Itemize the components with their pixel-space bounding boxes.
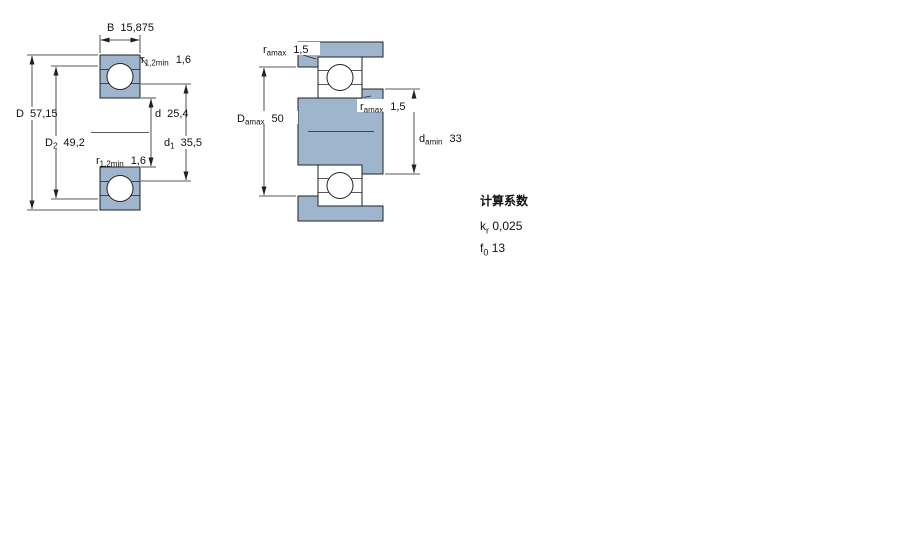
dimension-text-mask — [153, 107, 191, 120]
ball-top — [106, 63, 134, 90]
factor-kr: kr 0,025 — [480, 219, 528, 235]
factor-kr-value: 0,025 — [492, 219, 523, 233]
factor-f0-symbol: f — [480, 241, 484, 256]
ball-bottom — [326, 172, 354, 199]
factor-f0-value: 13 — [491, 241, 506, 256]
factor-kr-symbol: k — [480, 219, 486, 233]
ball-bottom — [106, 175, 134, 202]
dimension-text-mask — [260, 42, 320, 55]
dimension-text-mask — [161, 136, 209, 149]
calculation-factors-title: 计算系数 — [480, 194, 529, 208]
factor-f0: f0 13 — [480, 241, 528, 257]
dimension-text-mask — [357, 99, 417, 112]
factor-f0-sub: 0 — [483, 247, 489, 258]
ball-top — [326, 64, 354, 91]
calculation-factors-block: 计算系数 kr 0,025 f0 13 — [480, 192, 528, 264]
dimension-text-mask — [234, 111, 298, 124]
factor-kr-sub: r — [486, 225, 489, 236]
dimension-text-mask — [42, 136, 94, 149]
